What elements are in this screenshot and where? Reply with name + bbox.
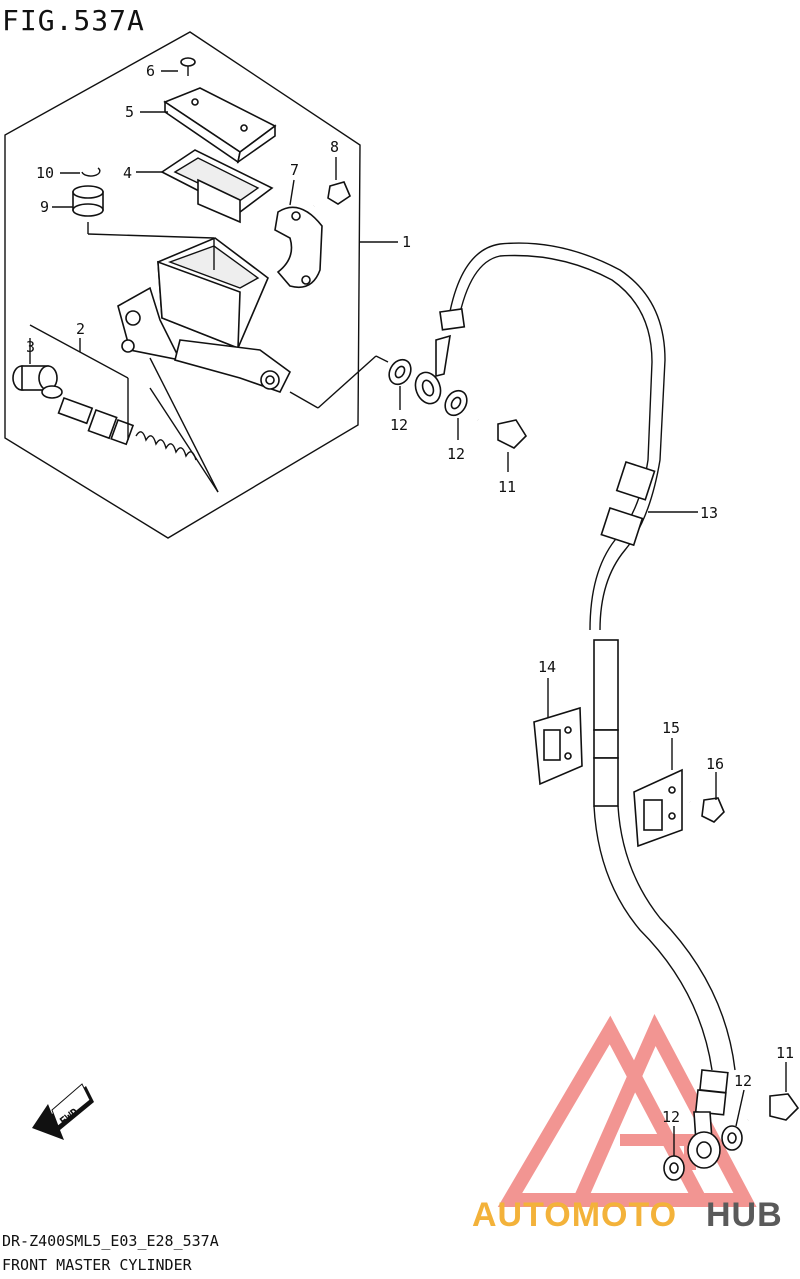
callout-13: 13 xyxy=(700,504,718,522)
figure-title: FIG.537A xyxy=(2,4,145,37)
part-12-washer-c xyxy=(663,1155,685,1181)
part-3-piston-cup xyxy=(12,365,63,399)
assembly-outline xyxy=(4,31,361,539)
part-8-bolt xyxy=(313,181,351,208)
part-4-diaphragm xyxy=(160,149,274,224)
part-5-cap xyxy=(163,87,277,164)
part-14-hose-guide xyxy=(533,706,583,786)
callout-11b: 11 xyxy=(776,1044,794,1062)
callout-12a: 12 xyxy=(390,416,408,434)
callout-8: 8 xyxy=(330,138,339,156)
callout-9: 9 xyxy=(40,198,49,216)
part-15-hose-clamp xyxy=(633,768,683,848)
callout-12b: 12 xyxy=(447,445,465,463)
callout-1: 1 xyxy=(402,233,411,251)
callout-2: 2 xyxy=(76,320,85,338)
part-13-brake-hose xyxy=(414,242,736,1169)
callout-15: 15 xyxy=(662,719,680,737)
caption-name: FRONT MASTER CYLINDER xyxy=(2,1256,192,1274)
fwd-arrow-icon: FWD xyxy=(32,1083,94,1140)
callout-5: 5 xyxy=(125,103,134,121)
part-12-washer-a xyxy=(388,358,412,386)
part-6-screw xyxy=(180,57,196,76)
callout-6: 6 xyxy=(146,62,155,80)
callout-10: 10 xyxy=(36,164,54,182)
callout-leaders xyxy=(399,386,787,1156)
watermark-text-hub: HUB xyxy=(706,1196,783,1234)
callout-7: 7 xyxy=(290,161,299,179)
part-11-union-bolt-b xyxy=(746,1093,800,1123)
callout-4: 4 xyxy=(123,164,132,182)
part-12-washer-b xyxy=(444,389,468,417)
part-1-master-cylinder xyxy=(117,237,292,393)
part-2-piston-set xyxy=(57,396,197,461)
part-12-washer-d xyxy=(721,1125,743,1151)
callout-16: 16 xyxy=(706,755,724,773)
callout-12c: 12 xyxy=(734,1072,752,1090)
callout-12d: 12 xyxy=(662,1108,680,1126)
part-9-boot xyxy=(72,185,104,217)
callout-3: 3 xyxy=(26,338,35,356)
callout-11a: 11 xyxy=(498,478,516,496)
part-7-clamp xyxy=(274,206,323,289)
part-10-clip xyxy=(81,167,101,177)
leader-lines xyxy=(29,70,398,493)
callout-14: 14 xyxy=(538,658,556,676)
watermark-text-auto: AUTOMOTO xyxy=(472,1196,678,1234)
part-11-union-bolt-a xyxy=(476,417,528,449)
caption-code: DR-Z400SML5_E03_E28_537A xyxy=(2,1232,219,1250)
part-16-bolt xyxy=(689,797,725,823)
